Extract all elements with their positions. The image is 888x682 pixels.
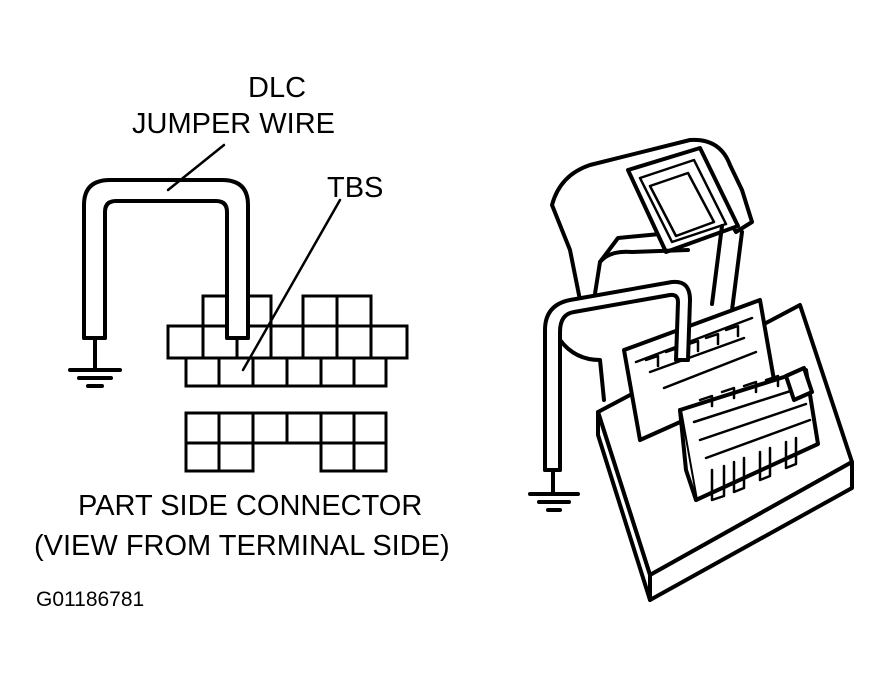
- connector-cell: [285, 411, 323, 445]
- tbs-label: TBS: [327, 172, 384, 204]
- connector-cell: [184, 441, 221, 473]
- connector-cell: [285, 356, 323, 388]
- connector-cell: [251, 411, 289, 445]
- connector-cell: [352, 356, 388, 388]
- connector-cell: [335, 324, 373, 360]
- connector-cell: [301, 294, 339, 328]
- dlc-connector-face: [166, 294, 409, 388]
- connector-cell: [184, 356, 221, 388]
- connector-cell: [352, 441, 388, 473]
- connector-cell: [319, 441, 356, 473]
- part-side-connector-label: PART SIDE CONNECTOR: [78, 490, 423, 522]
- connector-cell: [184, 411, 221, 445]
- connector-cell: [319, 411, 356, 445]
- jumper-wire-label: JUMPER WIRE: [132, 108, 335, 140]
- dlc-label: DLC: [248, 72, 307, 104]
- connector-cell: [217, 441, 255, 473]
- figure-id-label: G01186781: [36, 588, 145, 611]
- connector-3d-illustration: [543, 137, 854, 602]
- connector-cell: [301, 324, 339, 360]
- connector-cell: [319, 356, 356, 388]
- jumper-wire-leader: [166, 143, 226, 192]
- connector-cell: [217, 411, 255, 445]
- tbs-leader: [241, 198, 342, 372]
- connector-cell: [269, 324, 305, 360]
- view-from-terminal-side-label: (VIEW FROM TERMINAL SIDE): [34, 530, 450, 562]
- ground-symbol: [68, 336, 122, 388]
- connector-cell: [166, 324, 205, 360]
- part-side-connector-face: [184, 411, 388, 473]
- connector-cell: [352, 411, 388, 445]
- connector-cell: [369, 324, 409, 360]
- connector-cell: [251, 356, 289, 388]
- connector-cell: [335, 294, 373, 328]
- ground-symbol-right: [528, 468, 580, 512]
